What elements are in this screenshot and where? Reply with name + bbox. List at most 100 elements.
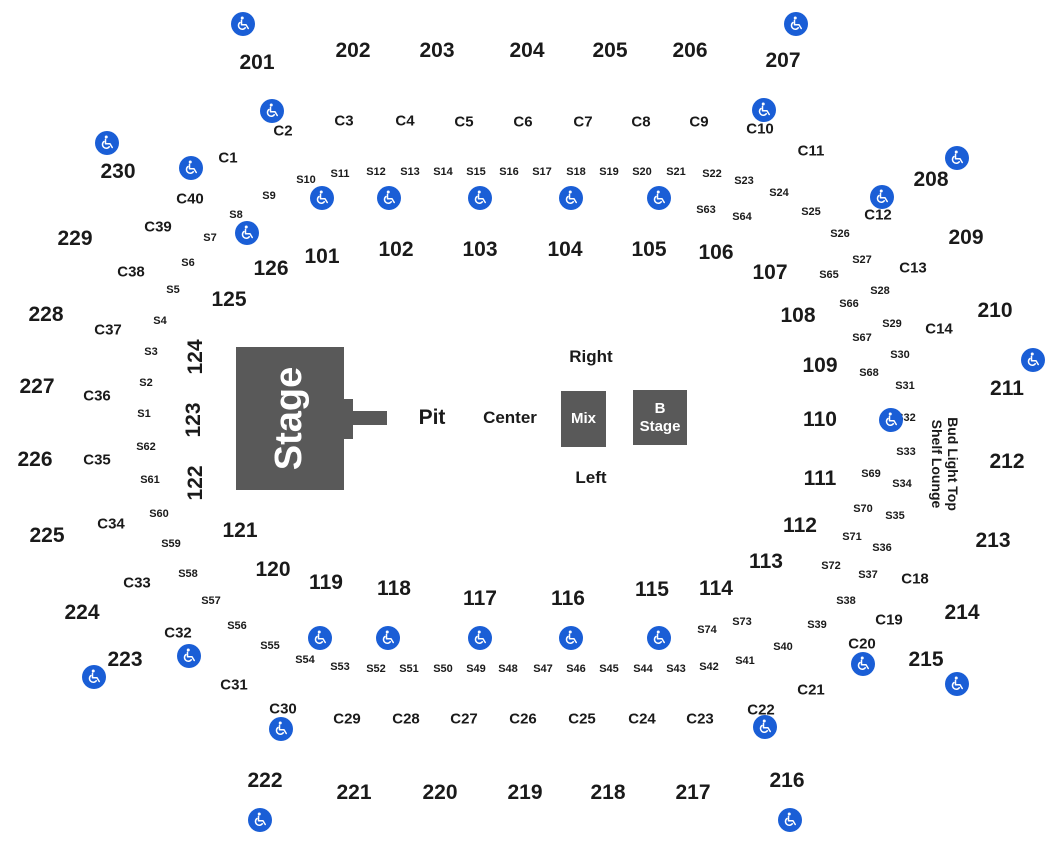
suite-s50[interactable]: S50 — [433, 663, 453, 675]
section-104[interactable]: 104 — [547, 238, 583, 261]
suite-s69[interactable]: S69 — [861, 468, 881, 480]
suite-s37[interactable]: S37 — [858, 569, 878, 581]
suite-s3[interactable]: S3 — [144, 346, 158, 358]
suite-s13[interactable]: S13 — [400, 166, 420, 178]
suite-s55[interactable]: S55 — [260, 640, 280, 652]
suite-s38[interactable]: S38 — [836, 595, 856, 607]
club-c26[interactable]: C26 — [509, 710, 537, 728]
suite-s71[interactable]: S71 — [842, 531, 862, 543]
section-126[interactable]: 126 — [253, 257, 289, 280]
section-201[interactable]: 201 — [239, 51, 275, 74]
section-202[interactable]: 202 — [335, 39, 371, 62]
section-203[interactable]: 203 — [419, 39, 455, 62]
section-102[interactable]: 102 — [378, 238, 414, 261]
suite-s68[interactable]: S68 — [859, 367, 879, 379]
suite-s10[interactable]: S10 — [296, 174, 316, 186]
suite-s12[interactable]: S12 — [366, 166, 386, 178]
floor-center[interactable]: Center — [483, 408, 537, 427]
section-101[interactable]: 101 — [304, 245, 340, 268]
section-228[interactable]: 228 — [28, 303, 64, 326]
suite-s23[interactable]: S23 — [734, 175, 754, 187]
club-c12[interactable]: C12 — [864, 206, 892, 224]
club-c39[interactable]: C39 — [144, 218, 172, 236]
suite-s62[interactable]: S62 — [136, 441, 156, 453]
club-c28[interactable]: C28 — [392, 710, 420, 728]
club-c23[interactable]: C23 — [686, 710, 714, 728]
suite-s17[interactable]: S17 — [532, 166, 552, 178]
section-110[interactable]: 110 — [803, 408, 837, 431]
club-c36[interactable]: C36 — [83, 387, 111, 405]
club-c25[interactable]: C25 — [568, 710, 596, 728]
club-c5[interactable]: C5 — [454, 113, 474, 131]
suite-s36[interactable]: S36 — [872, 542, 892, 554]
club-c24[interactable]: C24 — [628, 710, 656, 728]
suite-s66[interactable]: S66 — [839, 298, 859, 310]
suite-s33[interactable]: S33 — [896, 446, 916, 458]
club-c4[interactable]: C4 — [395, 112, 415, 130]
section-108[interactable]: 108 — [780, 304, 816, 327]
section-107[interactable]: 107 — [752, 261, 788, 284]
section-111[interactable]: 111 — [803, 467, 837, 490]
section-224[interactable]: 224 — [64, 601, 100, 624]
section-124[interactable]: 124 — [184, 339, 207, 375]
club-c34[interactable]: C34 — [97, 515, 125, 533]
section-226[interactable]: 226 — [17, 448, 53, 471]
suite-s59[interactable]: S59 — [161, 538, 181, 550]
floor-left[interactable]: Left — [575, 468, 607, 487]
club-c11[interactable]: C11 — [797, 142, 825, 160]
club-c22[interactable]: C22 — [747, 701, 775, 719]
suite-s44[interactable]: S44 — [633, 663, 653, 675]
suite-s8[interactable]: S8 — [229, 209, 243, 221]
club-c19[interactable]: C19 — [875, 611, 903, 629]
club-c21[interactable]: C21 — [797, 681, 825, 699]
section-117[interactable]: 117 — [463, 587, 497, 610]
suite-s46[interactable]: S46 — [566, 663, 586, 675]
suite-s56[interactable]: S56 — [227, 620, 247, 632]
suite-s4[interactable]: S4 — [153, 315, 167, 327]
suite-s48[interactable]: S48 — [498, 663, 518, 675]
section-112[interactable]: 112 — [783, 514, 817, 537]
section-230[interactable]: 230 — [100, 160, 136, 183]
b-stage-box[interactable]: B Stage — [633, 390, 687, 445]
club-c10[interactable]: C10 — [746, 120, 774, 138]
section-103[interactable]: 103 — [462, 238, 498, 261]
suite-s7[interactable]: S7 — [203, 232, 217, 244]
suite-s15[interactable]: S15 — [466, 166, 486, 178]
section-209[interactable]: 209 — [948, 226, 984, 249]
suite-s9[interactable]: S9 — [262, 190, 276, 202]
suite-s45[interactable]: S45 — [599, 663, 619, 675]
club-c40[interactable]: C40 — [176, 190, 204, 208]
club-c13[interactable]: C13 — [899, 259, 927, 277]
suite-s64[interactable]: S64 — [732, 211, 752, 223]
section-229[interactable]: 229 — [57, 227, 93, 250]
suite-s5[interactable]: S5 — [166, 284, 180, 296]
section-219[interactable]: 219 — [507, 781, 543, 804]
suite-s54[interactable]: S54 — [295, 654, 315, 666]
club-c8[interactable]: C8 — [631, 113, 651, 131]
suite-s74[interactable]: S74 — [697, 624, 717, 636]
section-115[interactable]: 115 — [635, 578, 669, 601]
suite-s70[interactable]: S70 — [853, 503, 873, 515]
club-c32[interactable]: C32 — [164, 624, 192, 642]
section-123[interactable]: 123 — [182, 402, 205, 438]
suite-s42[interactable]: S42 — [699, 661, 719, 673]
club-c14[interactable]: C14 — [925, 320, 953, 338]
section-106[interactable]: 106 — [698, 241, 734, 264]
section-221[interactable]: 221 — [336, 781, 372, 804]
section-125[interactable]: 125 — [211, 288, 247, 311]
club-c29[interactable]: C29 — [333, 710, 361, 728]
suite-s72[interactable]: S72 — [821, 560, 841, 572]
section-113[interactable]: 113 — [749, 550, 783, 573]
bud-light-lounge[interactable]: Bud Light Top Shelf Lounge — [929, 417, 961, 511]
club-c33[interactable]: C33 — [123, 574, 151, 592]
stage[interactable] — [236, 347, 344, 490]
section-114[interactable]: 114 — [699, 577, 733, 600]
suite-s49[interactable]: S49 — [466, 663, 486, 675]
suite-s60[interactable]: S60 — [149, 508, 169, 520]
club-c18[interactable]: C18 — [901, 570, 929, 588]
club-c6[interactable]: C6 — [513, 113, 533, 131]
suite-s61[interactable]: S61 — [140, 474, 160, 486]
suite-s30[interactable]: S30 — [890, 349, 910, 361]
suite-s63[interactable]: S63 — [696, 204, 716, 216]
suite-s27[interactable]: S27 — [852, 254, 872, 266]
